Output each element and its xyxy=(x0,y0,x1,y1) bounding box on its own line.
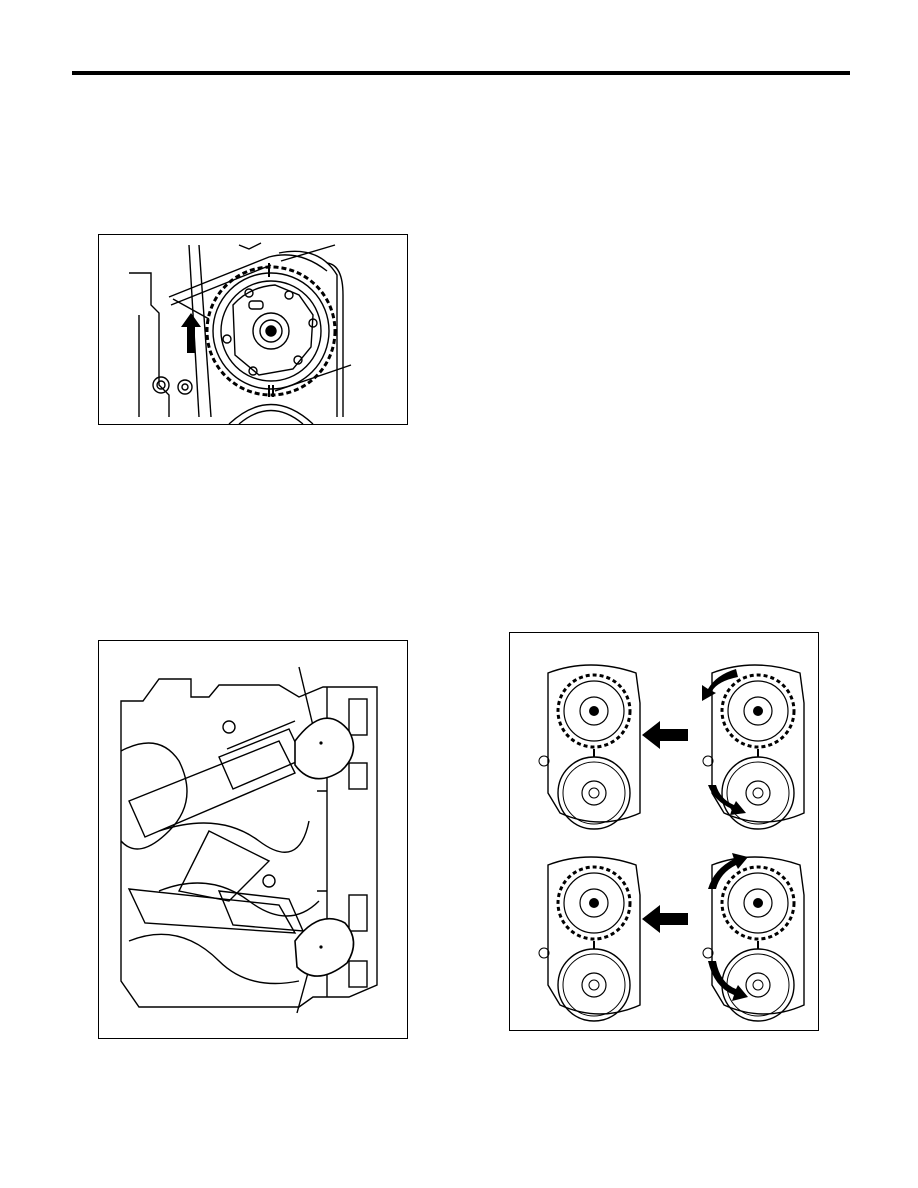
rotate-arrow-icon xyxy=(708,853,748,889)
rotate-arrow-icon xyxy=(702,669,738,701)
rotation-arrow-icon xyxy=(181,313,201,353)
upper-lobe xyxy=(294,717,355,780)
camshaft-sprocket-figure xyxy=(98,234,408,425)
panel-bottom-left xyxy=(537,855,642,1023)
timing-alignment-figure xyxy=(509,632,819,1031)
camshaft-sprocket-drawing xyxy=(129,242,352,424)
cylinder-block-drawing xyxy=(120,666,378,1014)
rotate-arrow-icon xyxy=(708,785,746,815)
timing-alignment-drawing xyxy=(537,663,806,1023)
cylinder-block-figure xyxy=(98,640,408,1039)
lower-lobe xyxy=(294,917,355,977)
header-rule xyxy=(72,71,850,75)
direction-arrow-icon xyxy=(642,905,688,933)
panel-top-left xyxy=(537,663,642,831)
direction-arrow-icon xyxy=(642,721,688,749)
rotate-arrow-icon xyxy=(708,961,748,1001)
panel-top-right xyxy=(701,663,806,831)
